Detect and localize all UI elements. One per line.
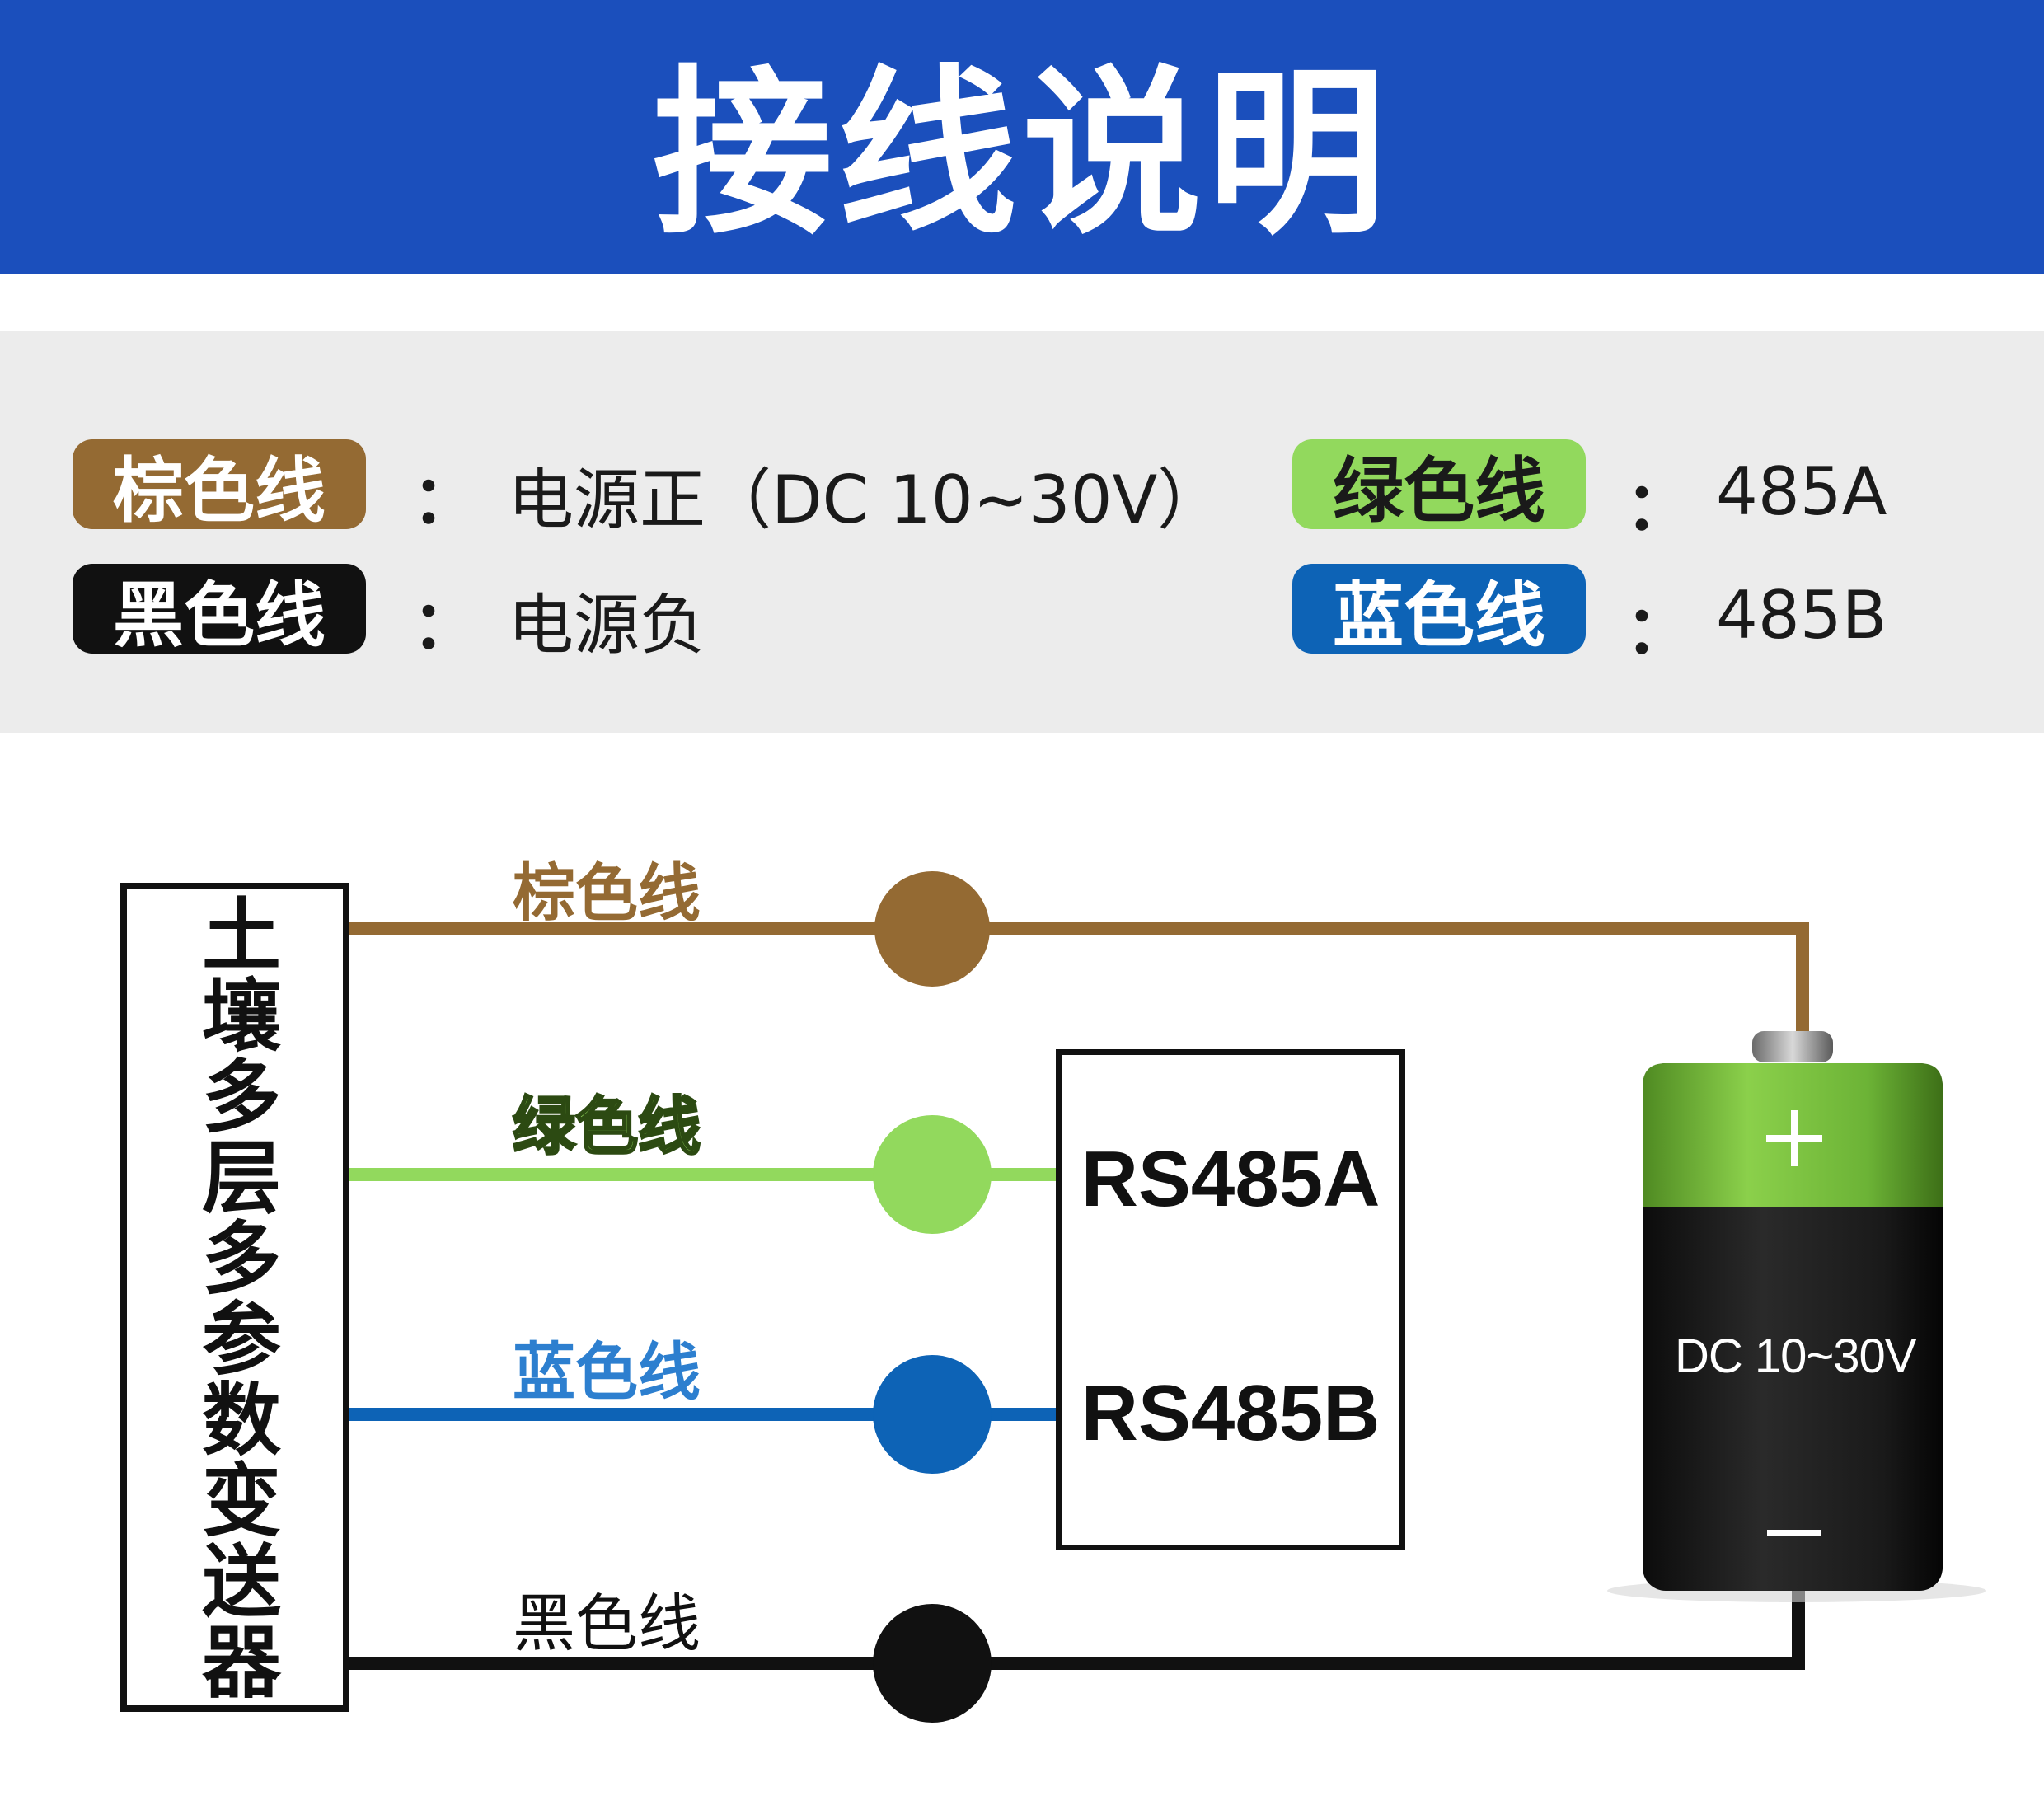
legend-colon: ：: [1625, 468, 1691, 545]
header-banner: 接线说明: [0, 0, 2044, 274]
green-wire-label: 绿色线: [512, 1089, 702, 1165]
brown-wire: [349, 922, 1809, 1037]
page-title: 接线说明: [653, 49, 1391, 259]
brown-wire-dot: [874, 871, 990, 987]
battery-icon: [1607, 1031, 1986, 1602]
rs485a-label: RS485A: [1081, 1135, 1381, 1223]
device-name: 土壤多层多参数变送器: [188, 893, 281, 1701]
legend-desc-blue: 485B: [1716, 577, 1887, 654]
black-wire-dot: [873, 1604, 992, 1723]
legend-badge-black: 黑色线: [73, 564, 366, 657]
battery-voltage-label: DC 10~30V: [1675, 1329, 1916, 1383]
legend-colon: ：: [1625, 592, 1691, 668]
blue-wire-dot: [873, 1355, 992, 1474]
legend-desc-black: 电源负: [508, 587, 706, 664]
sensor-device-box: 土壤多层多参数变送器: [120, 883, 349, 1712]
wire-legend: 棕色线 ： 电源正（DC 10~30V） 黑色线 ： 电源负 绿色线 ： 485…: [0, 331, 2044, 733]
legend-colon: ：: [412, 587, 478, 664]
legend-desc-brown: 电源正（DC 10~30V）: [508, 462, 1224, 538]
legend-desc-green: 485A: [1716, 453, 1887, 530]
black-wire-label: 黑色线: [513, 1587, 701, 1660]
green-wire-dot: [873, 1115, 992, 1234]
brown-wire-label: 棕色线: [513, 856, 701, 930]
black-wire: [349, 1581, 1805, 1670]
rs485-terminal-box: RS485A RS485B: [1056, 1049, 1405, 1550]
blue-wire-label: 蓝色线: [513, 1335, 701, 1409]
legend-badge-green: 绿色线: [1292, 439, 1586, 532]
legend-colon: ：: [412, 462, 478, 538]
legend-badge-blue: 蓝色线: [1292, 564, 1586, 657]
legend-badge-brown: 棕色线: [73, 439, 366, 532]
rs485b-label: RS485B: [1081, 1369, 1381, 1457]
